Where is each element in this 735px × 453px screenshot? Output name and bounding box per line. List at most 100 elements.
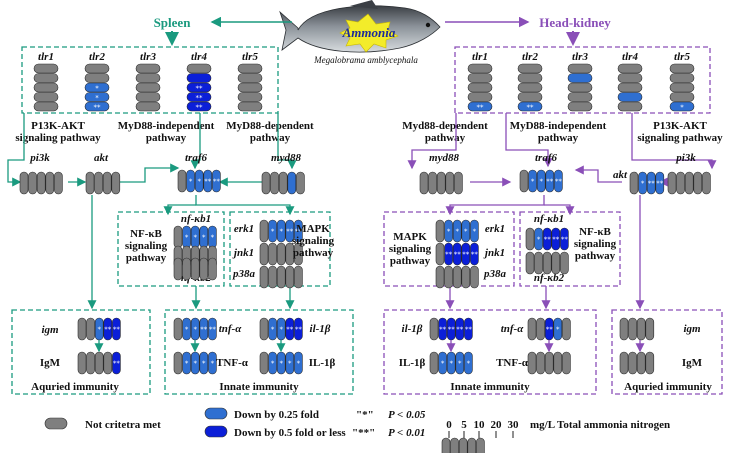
spleen-TNFA-protein: TNF-α — [216, 357, 249, 369]
hk-pi3k-pills — [667, 171, 711, 195]
significance-star: * — [455, 228, 459, 236]
hk-erk1-gene: erk1 — [485, 223, 505, 235]
expression-pill — [276, 242, 286, 266]
significance-star: ** — [561, 236, 569, 244]
expression-pill — [199, 351, 209, 375]
expression-pill — [545, 169, 555, 193]
expression-pill — [294, 351, 303, 375]
expression-pill — [173, 257, 183, 281]
expression-pill — [112, 317, 121, 341]
expression-pill — [135, 63, 161, 74]
legend-dark-blue-swatch — [204, 425, 228, 438]
significance-star: * — [193, 360, 197, 368]
significance-star: ** — [454, 251, 462, 259]
expression-pill — [77, 351, 87, 375]
expression-pill — [458, 437, 468, 453]
hk-tlr-to-traf6 — [505, 113, 553, 168]
expression-pill — [112, 351, 121, 375]
expression-pill — [684, 171, 694, 195]
expression-pill — [259, 219, 269, 243]
spleen-akt-gene: akt — [94, 152, 109, 164]
significance-star: * — [185, 326, 189, 334]
hk-akt-pills: ***** — [629, 171, 665, 195]
expression-pill — [436, 171, 446, 195]
expression-pill — [628, 351, 637, 375]
spleen-tlr2-label: tlr2 — [89, 51, 105, 63]
significance-star: * — [271, 228, 275, 236]
expression-pill — [445, 171, 455, 195]
spleen-tlr2-pills: **** — [84, 63, 110, 112]
hk-tlr4-label: tlr4 — [622, 51, 638, 63]
expression-pill — [285, 242, 295, 266]
hk-nfkb2-gene: nf-κb2 — [534, 272, 565, 284]
significance-star: ** — [209, 326, 217, 334]
significance-star: * — [279, 360, 283, 368]
expression-pill — [285, 351, 295, 375]
expression-pill — [669, 63, 695, 74]
expression-pill — [527, 317, 537, 341]
expression-pill — [517, 101, 543, 112]
expression-pill — [237, 101, 263, 112]
hk-tlr-to-myd88 — [407, 113, 457, 170]
significance-star: ** — [295, 326, 303, 334]
expression-pill — [467, 437, 477, 453]
expression-pill — [676, 171, 685, 195]
spleen-erk1-pills: ****** — [259, 219, 303, 243]
significance-star: * — [531, 178, 535, 186]
expression-pill — [84, 92, 110, 102]
expression-pill — [173, 225, 183, 249]
spleen-tlr-box — [21, 46, 279, 114]
spleen-tlr1-label: tlr1 — [38, 51, 54, 63]
spleen-IL1B-pills: **** — [259, 351, 303, 375]
legend-down-025: Down by 0.25 fold — [234, 409, 319, 421]
expression-pill — [455, 351, 465, 375]
spleen-akt-pills — [85, 171, 121, 195]
hk-il1b-gene: il-1β — [402, 323, 423, 335]
significance-star: ** — [555, 178, 563, 186]
spleen-traf6-gene: traf6 — [185, 152, 208, 164]
scale-tick-0: 0 — [446, 419, 452, 431]
significance-star: ** — [200, 326, 208, 334]
expression-pill — [669, 101, 695, 112]
expression-pill — [455, 317, 465, 341]
hk-nfkb1-gene: nf-κb1 — [534, 213, 564, 225]
expression-pill — [103, 351, 113, 375]
expression-pill — [562, 317, 571, 341]
expression-pill — [237, 82, 263, 93]
spleen-tlr5-label: tlr5 — [242, 51, 258, 63]
hk-TNFA-protein: TNF-α — [496, 357, 529, 369]
expression-pill — [268, 317, 277, 341]
expression-pill — [94, 351, 104, 375]
header: Ammonia Megalobrama amblycephala Spleen … — [154, 0, 611, 65]
spleen-tlr3-pills — [135, 63, 161, 112]
significance-star: * — [211, 234, 215, 242]
hk-igm-gene: igm — [683, 323, 701, 335]
spleen-tlr-to-traf6 — [190, 113, 201, 170]
significance-star: ** — [113, 360, 121, 368]
hk-TNFA-pills — [527, 351, 571, 375]
spleen-igm-gene: igm — [41, 324, 59, 336]
expression-pill — [208, 257, 217, 281]
expression-pill — [102, 171, 112, 195]
significance-star: * — [279, 228, 283, 236]
hk-tlr1-pills: ** — [467, 63, 493, 112]
expression-pill — [186, 82, 212, 93]
significance-star: * — [185, 234, 189, 242]
significance-star: * — [449, 360, 453, 368]
expression-pill — [259, 351, 269, 375]
expression-pill — [429, 351, 439, 375]
expression-pill — [441, 437, 451, 453]
significance-star: ** — [196, 85, 204, 93]
legend-sig2-symbol: "**" — [352, 427, 375, 439]
expression-pill — [294, 265, 303, 289]
expression-pill — [86, 351, 95, 375]
expression-pill — [85, 171, 95, 195]
hk-pi3k-gene: pi3k — [675, 152, 696, 164]
hk-akt-gene: akt — [613, 169, 628, 181]
spleen-tnfa-pills: ****** — [173, 317, 217, 341]
expression-pill — [617, 82, 643, 93]
expression-pill — [278, 171, 288, 195]
